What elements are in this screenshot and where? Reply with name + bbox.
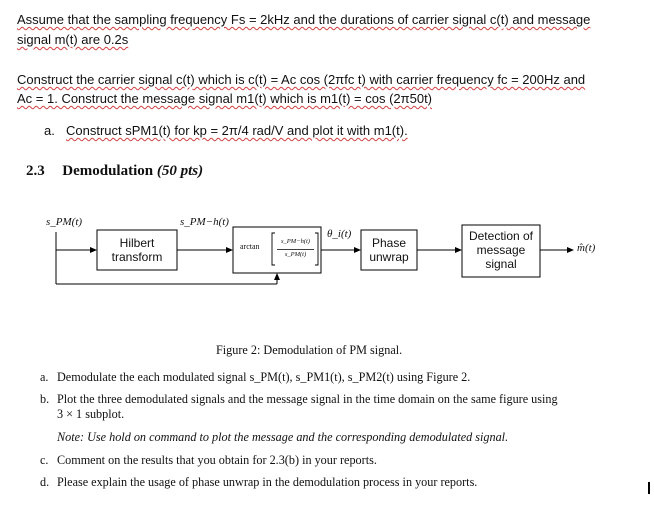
instant-phase-label: θ_i(t) xyxy=(327,228,352,240)
hilbert-box xyxy=(96,229,178,271)
fraction-denominator: s_PM(t) xyxy=(284,251,307,258)
question-c-text: Comment on the results that you obtain f… xyxy=(57,453,377,467)
note-text: Note: Use hold on command to plot the me… xyxy=(57,430,509,444)
section-number: 2.3 xyxy=(26,163,45,179)
figure-caption: Figure 2: Demodulation of PM signal. xyxy=(216,343,403,357)
hilbert-label: Hilbert transform xyxy=(111,236,163,264)
question-b-text: Plot the three demodulated signals and t… xyxy=(57,392,558,406)
hilbert-output-label: s_PM−h(t) xyxy=(180,216,229,228)
unwrap-label: Phase unwrap xyxy=(369,236,409,264)
question-b-text-line-2: 3 × 1 subplot. xyxy=(57,407,125,421)
section-heading: 2.3 Demodulation (50 pts) xyxy=(26,163,203,180)
unwrap-box xyxy=(360,229,418,271)
construct-line-2: Ac = 1. Construct the message signal m1(… xyxy=(17,91,433,106)
input-signal-label: s_PM(t) xyxy=(46,216,83,228)
detection-label: Detection of message signal xyxy=(468,229,534,271)
question-a-marker: a. xyxy=(40,370,49,384)
question-c-marker: c. xyxy=(40,453,49,467)
construct-item-a-marker: a. xyxy=(44,123,55,138)
question-d-marker: d. xyxy=(40,475,50,489)
output-signal-label: m̂(t) xyxy=(577,242,596,254)
arctan-label: arctan xyxy=(240,242,260,251)
detection-box xyxy=(461,224,541,278)
intro-line-1: Assume that the sampling frequency Fs = … xyxy=(17,12,591,27)
intro-line-2: signal m(t) are 0.2s xyxy=(17,32,129,47)
text-cursor xyxy=(648,482,650,494)
question-a-text: Demodulate the each modulated signal s_P… xyxy=(57,370,471,384)
question-d-text: Please explain the usage of phase unwrap… xyxy=(57,475,478,489)
section-points: (50 pts) xyxy=(156,163,204,179)
section-title: Demodulation xyxy=(62,163,154,179)
question-b-marker: b. xyxy=(40,392,50,406)
fraction-numerator: s_PM−h(t) xyxy=(281,238,310,245)
construct-item-a-text: Construct sPM1(t) for kp = 2π/4 rad/V an… xyxy=(66,123,408,138)
construct-line-1: Construct the carrier signal c(t) which … xyxy=(17,72,586,87)
